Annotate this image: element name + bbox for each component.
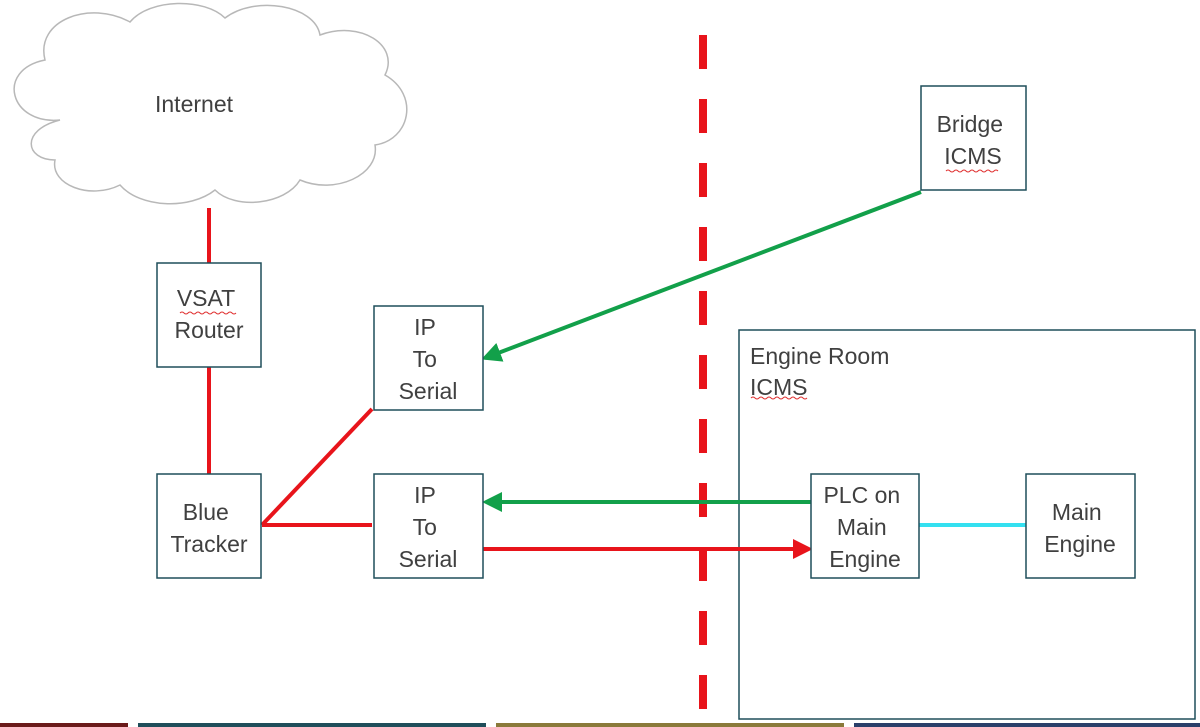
- bridge-icms-node: Bridge ICMS: [920, 85, 1027, 191]
- plc-on-main-engine-label-line-1: PLC on: [823, 482, 900, 508]
- spellcheck-underline: [750, 396, 808, 400]
- vsat-router-label-line-1: VSAT: [177, 285, 235, 311]
- ip-to-serial-bottom-label-line-2: To: [413, 514, 437, 540]
- bridge-icms-box: [920, 85, 1027, 191]
- blue-tracker-node: Blue Tracker: [156, 473, 262, 579]
- bridge-icms-label-line-2: ICMS: [944, 143, 1002, 169]
- blue-tracker-label-line-2: Tracker: [170, 531, 247, 557]
- vsat-router-label: VSAT Router: [174, 285, 243, 343]
- ip-to-serial-top-label-line-1: IP: [414, 314, 435, 340]
- edge-strip: [496, 723, 844, 727]
- engine-room-icms-label-line-2: ICMS: [750, 374, 808, 400]
- engine-room-icms-zone: Engine Room ICMS: [738, 329, 1196, 720]
- ip-to-serial-top-label-line-2: To: [413, 346, 437, 372]
- bridge-icms-label-line-1: Bridge: [937, 111, 1003, 137]
- link-bluetracker-ipserial-top: [260, 407, 374, 527]
- ip-to-serial-top-label-line-3: Serial: [399, 378, 458, 404]
- arrow-bridge-to-ipserial-top: [481, 190, 922, 362]
- ip-to-serial-bottom-label-line-3: Serial: [399, 546, 458, 572]
- blue-tracker-label-line-1: Blue: [183, 499, 229, 525]
- vsat-router-node: VSAT Router: [156, 262, 262, 368]
- edge-strip: [854, 723, 1200, 727]
- ip-to-serial-top-node: IP To Serial: [373, 305, 484, 411]
- main-engine-label-line-1: Main: [1052, 499, 1102, 525]
- ip-to-serial-bottom-node: IP To Serial: [373, 473, 484, 579]
- edge-strip: [138, 723, 486, 727]
- edge-strip: [0, 723, 128, 727]
- blue-tracker-box: [156, 473, 262, 579]
- plc-on-main-engine-label-line-2: Main: [837, 514, 887, 540]
- spellcheck-underline: [179, 311, 237, 315]
- main-engine-box: [1025, 473, 1136, 579]
- main-engine-label-line-2: Engine: [1044, 531, 1116, 557]
- plc-on-main-engine-node: PLC on Main Engine: [810, 473, 920, 579]
- ip-to-serial-top-label: IP To Serial: [399, 314, 458, 404]
- main-engine-node: Main Engine: [1025, 473, 1136, 579]
- main-engine-label: Main Engine: [1044, 499, 1116, 557]
- bridge-icms-label: Bridge ICMS: [937, 111, 1010, 169]
- internet-cloud: Internet: [13, 2, 408, 205]
- ip-to-serial-top-box: [373, 305, 484, 411]
- plc-on-main-engine-label: PLC on Main Engine: [823, 482, 906, 572]
- bottom-edge-strips: [0, 723, 1200, 727]
- spellcheck-underline: [945, 169, 999, 173]
- plc-on-main-engine-label-line-3: Engine: [829, 546, 901, 572]
- vsat-router-label-line-2: Router: [174, 317, 243, 343]
- cloud-shape: [13, 2, 408, 205]
- internet-label: Internet: [155, 91, 234, 117]
- ip-to-serial-bottom-label-line-1: IP: [414, 482, 435, 508]
- vsat-router-box: [156, 262, 262, 368]
- engine-room-icms-label-line-1: Engine Room: [750, 343, 889, 369]
- engine-room-icms-frame: [738, 329, 1196, 720]
- ip-to-serial-bottom-box: [373, 473, 484, 579]
- blue-tracker-label: Blue Tracker: [170, 499, 247, 557]
- plc-on-main-engine-box: [810, 473, 920, 579]
- ip-to-serial-bottom-label: IP To Serial: [399, 482, 458, 572]
- engine-room-icms-label: Engine Room ICMS: [750, 343, 896, 400]
